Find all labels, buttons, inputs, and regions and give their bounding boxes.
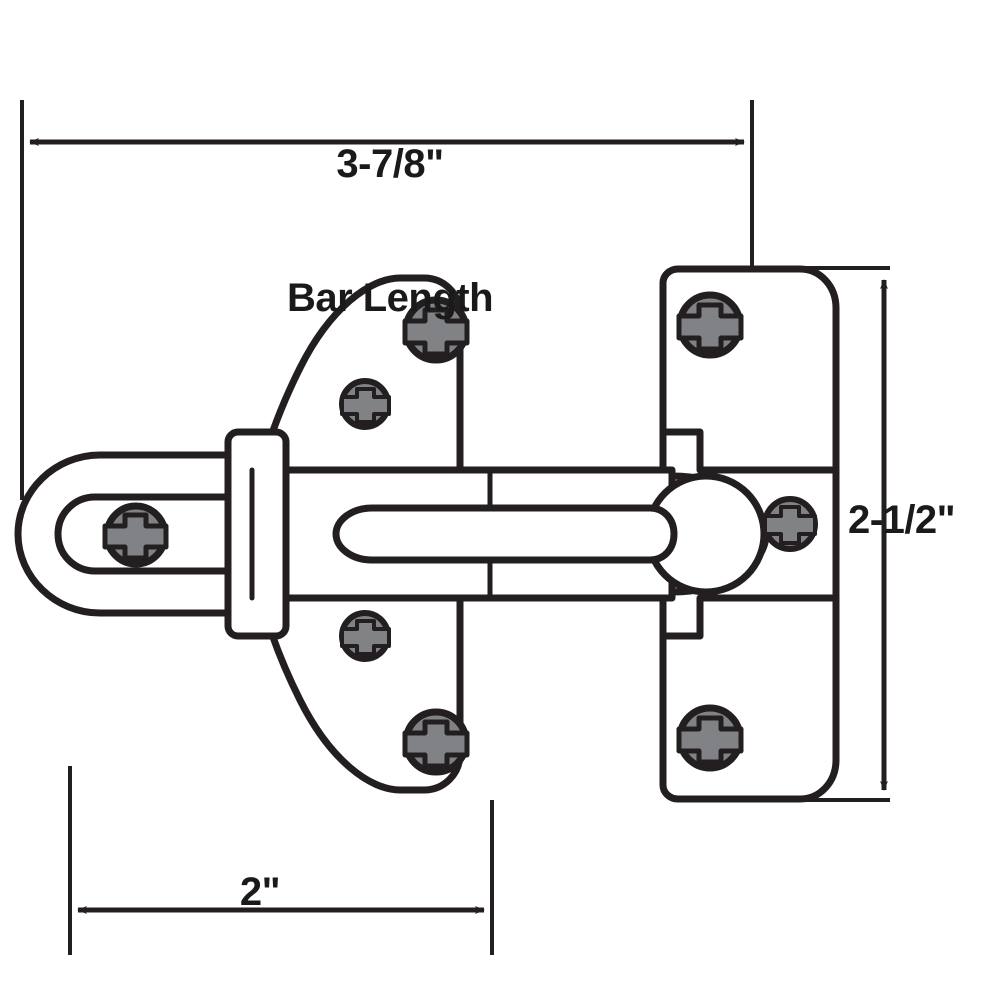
screw-left-bar (102, 502, 169, 568)
screw-lower-mid-bar (339, 610, 391, 662)
screw-strike-bottom (676, 704, 744, 772)
screw-group (102, 291, 818, 776)
screw-strike-middle (762, 496, 818, 552)
screw-strike-top (676, 291, 744, 359)
screw-top-right-plate (402, 296, 470, 364)
bar-long-slot (332, 504, 678, 564)
base-width-dimension-label: 2" (239, 870, 281, 914)
bar-pivot-band (224, 428, 290, 640)
bar-length-value: 3-7/8" (336, 141, 444, 186)
screw-bottom-plate (402, 708, 470, 776)
screw-upper-mid-bar (339, 378, 391, 430)
strike-slot-upper (659, 428, 840, 474)
bar-length-dimension-label: 3-7/8" Bar Length (180, 52, 600, 410)
height-dimension-label: 2-1/2" (848, 498, 956, 542)
strike-slot-lower (659, 594, 840, 640)
dimension-arrows (29, 138, 888, 914)
bar-length-caption: Bar Length (286, 275, 494, 320)
